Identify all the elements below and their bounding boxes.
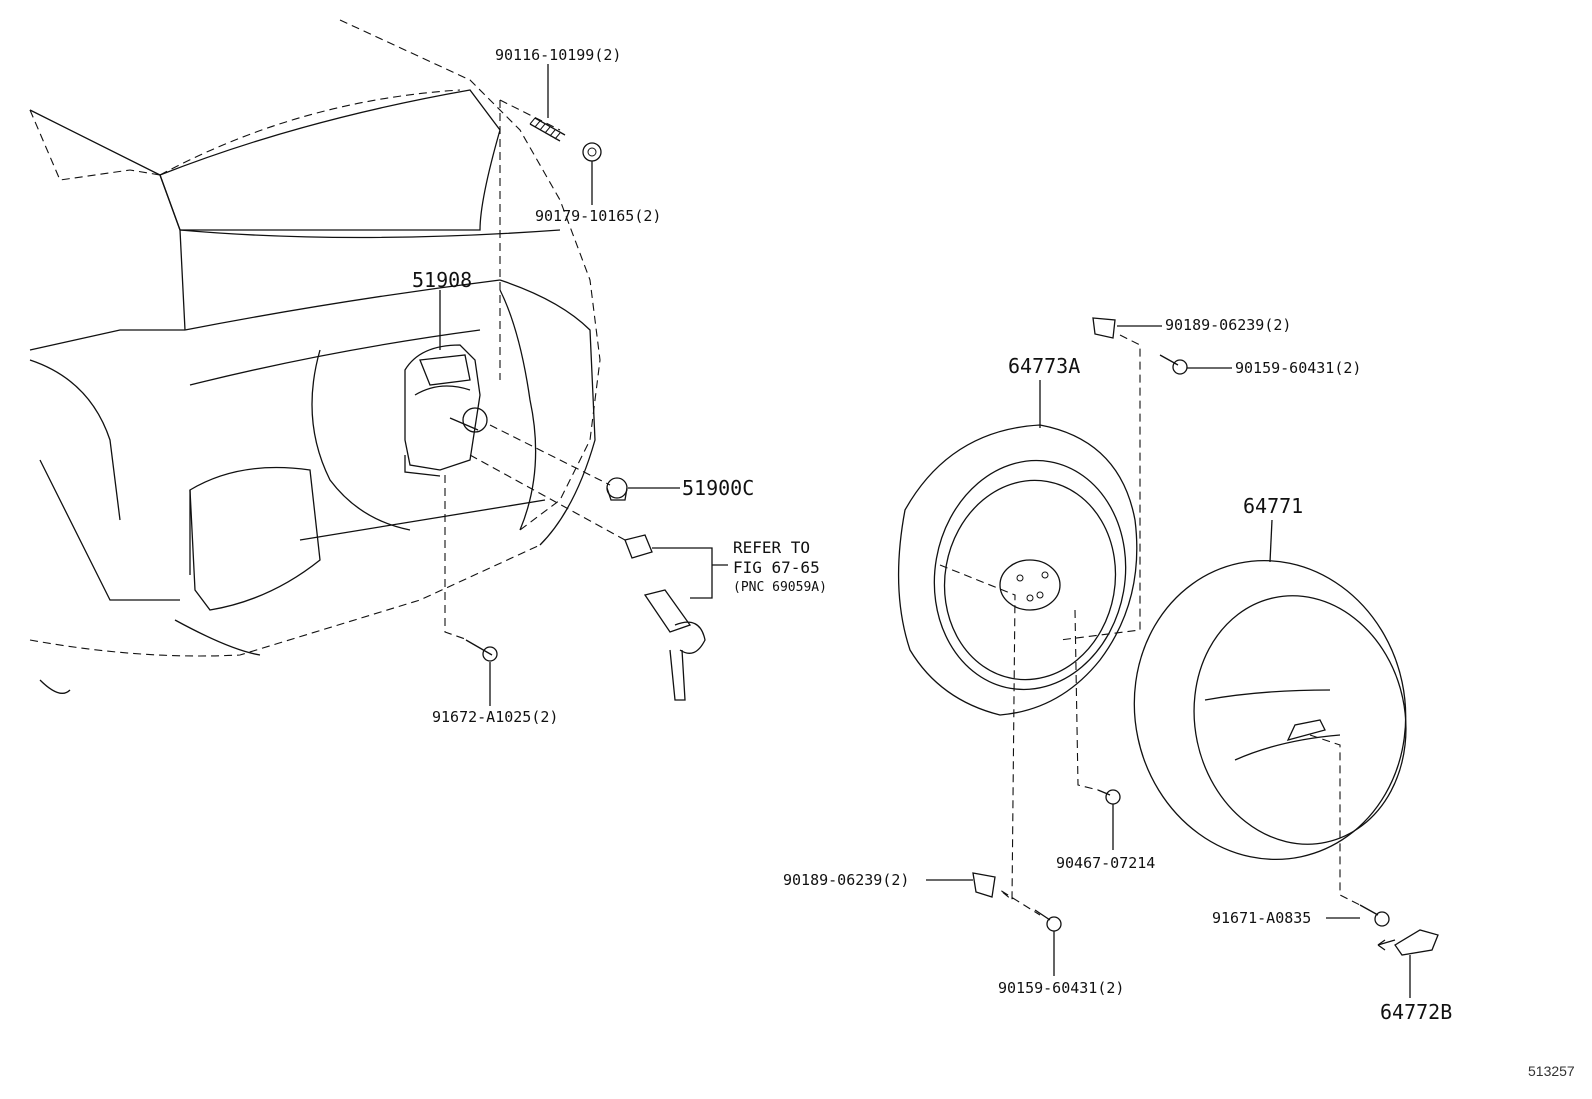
leader-capnut — [489, 424, 611, 486]
clip-bottom-icon — [1097, 789, 1121, 805]
cover-base-plate — [897, 424, 1138, 716]
bolt-icon — [465, 639, 498, 662]
label-stud-bolt: 90116-10199(2) — [495, 46, 622, 64]
label-clip-lower: 90189-06239(2) — [783, 871, 910, 889]
label-nut-upper: 90179-10165(2) — [535, 207, 662, 225]
label-screw-cover: 91671-A0835 — [1212, 909, 1312, 927]
carrier-bracket — [404, 344, 488, 477]
screw-upper-icon — [1159, 354, 1188, 375]
leader-lock — [469, 454, 626, 541]
label-refer-line1: REFER TO — [733, 538, 811, 557]
label-carrier: 51908 — [412, 268, 473, 292]
lock-cylinder-icon — [624, 534, 706, 701]
label-refer-line2: FIG 67-65 — [733, 558, 820, 577]
label-screw-lower: 90159-60431(2) — [998, 979, 1125, 997]
label-leaders — [439, 64, 1411, 998]
label-bolt-lower: 91672-A1025(2) — [432, 708, 559, 726]
label-clip-bottom: 90467-07214 — [1056, 854, 1156, 872]
label-cover: 64771 — [1243, 494, 1304, 518]
label-clip-upper: 90189-06239(2) — [1165, 316, 1292, 334]
clip-lower-icon — [972, 872, 996, 898]
leader-cover-clip — [1059, 334, 1141, 641]
leader-stud-2 — [499, 99, 561, 131]
label-cap-nut: 51900C — [682, 476, 755, 500]
tire-cover — [1133, 559, 1407, 861]
screw-cover-icon — [1359, 904, 1390, 927]
leader-bolt — [444, 475, 469, 641]
nut-icon — [582, 142, 602, 162]
vehicle-rear-body — [29, 19, 601, 694]
label-screw-upper: 90159-60431(2) — [1235, 359, 1362, 377]
cap-nut-icon — [606, 477, 628, 501]
leader-emblem — [1309, 734, 1361, 906]
figure-number: 513257 — [1528, 1063, 1575, 1079]
label-cover-sub: 64773A — [1008, 354, 1081, 378]
stud-bolt-icon — [529, 117, 566, 142]
label-emblem: 64772B — [1380, 1000, 1453, 1024]
clip-upper-icon — [1092, 317, 1116, 339]
label-refer-line3: (PNC 69059A) — [733, 580, 827, 595]
leader-cover-lower — [939, 564, 1041, 916]
emblem-icon — [1377, 929, 1439, 956]
leader-cover-bottom — [1074, 609, 1099, 791]
screw-lower-icon — [1034, 909, 1062, 932]
